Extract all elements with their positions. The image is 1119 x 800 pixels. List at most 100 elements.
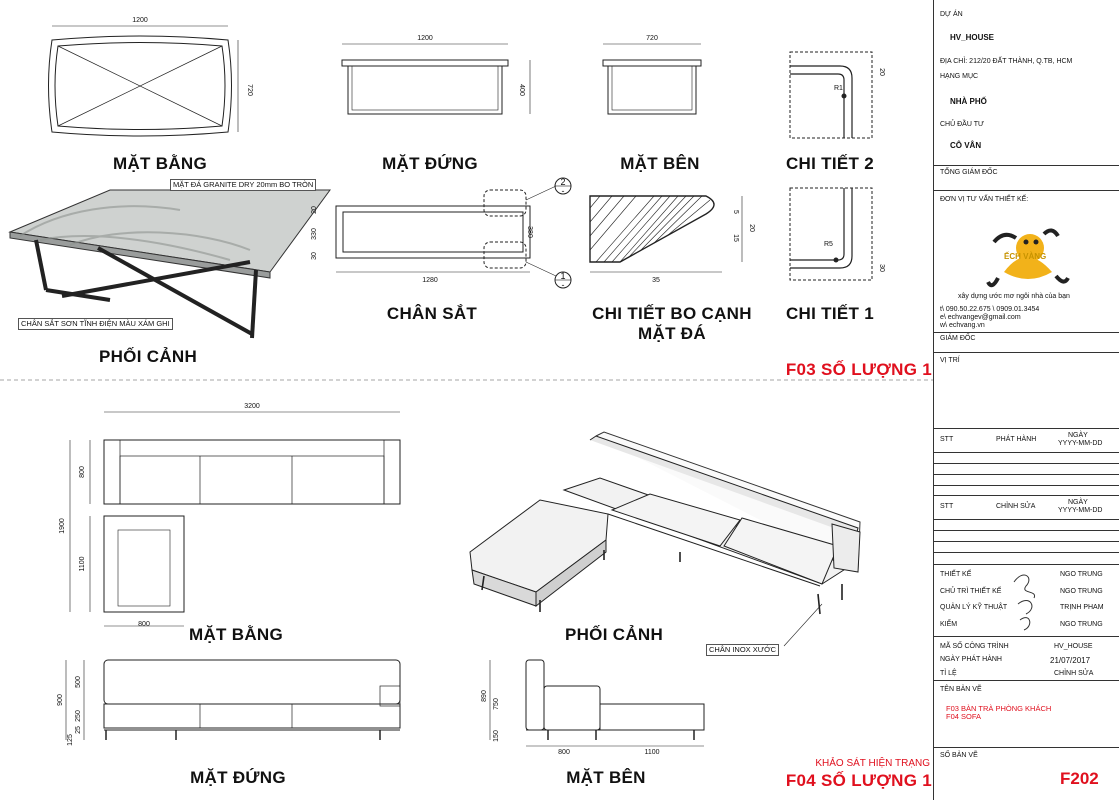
callout-1-number: 1 [560, 271, 565, 281]
title-block: DỰ ÁN HV_HOUSE ĐỊA CHỈ: 212/20 ĐẤT THÀNH… [933, 0, 1119, 800]
view-title-sofa-perspective: PHỐI CẢNH [564, 625, 664, 644]
dim-sofa-chaise-d: 1100 [79, 556, 86, 571]
phone: t\ 090.50.22.675 \ 0909.01.3454 [940, 306, 1040, 313]
ten-ban-ve-2: F04 SOFA [946, 712, 982, 721]
ma-so-label: MÃ SỐ CÔNG TRÌNH [940, 643, 1009, 650]
consultant-section: ĐƠN VỊ TƯ VẤN THIẾT KẾ: ẾCH VÀNG xây dựn… [934, 190, 1119, 333]
dia-chi: ĐỊA CHỈ: 212/20 ĐẤT THÀNH, Q.TB, HCM [940, 58, 1073, 65]
giam-doc: GIÁM ĐỐC [940, 335, 976, 342]
chu-dau-tu-label: CHỦ ĐẦU TƯ [940, 121, 984, 128]
callout-2-number: 2 [560, 177, 565, 187]
dim-leg-330: 330 [311, 228, 318, 240]
dim-plan-h: 720 [246, 84, 253, 96]
ten-ban-ve-label: TÊN BẢN VẼ [940, 686, 982, 693]
dim-side-150: 150 [493, 730, 500, 742]
sign-role-2: CHỦ TRÌ THIẾT KẾ [940, 588, 1002, 595]
view-title-leg-frame: CHÂN SẮT [386, 304, 478, 323]
view-title-detail-1: CHI TIẾT 1 [785, 304, 874, 323]
sign-name-3: TRỊNH PHAM [1060, 604, 1104, 611]
revision-row-4 [934, 552, 1119, 565]
sign-name-2: NGO TRUNG [1060, 588, 1103, 595]
revision-row-1 [934, 519, 1119, 531]
sofa-plan-drawing [69, 411, 401, 627]
location-section: VỊ TRÍ [934, 352, 1119, 429]
granite-note: MẶT ĐÁ GRANITE DRY 20mm BO TRÒN [170, 179, 317, 191]
so-ban-ve-value: F202 [1060, 769, 1099, 788]
view-title-elevation: MẶT ĐỨNG [382, 154, 478, 173]
sign-name-1: NGO TRUNG [1060, 571, 1103, 578]
don-vi-label: ĐƠN VỊ TƯ VẤN THIẾT KẾ: [940, 196, 1029, 203]
hang-muc-value: NHÀ PHỐ [950, 97, 987, 106]
dim-side-w: 720 [646, 35, 658, 42]
date-fmt-2: YYYY-MM-DD [1058, 507, 1103, 514]
dim-d2-radius: R1 [834, 85, 843, 92]
dim-elev-25: 25 [75, 726, 82, 734]
dim-elev-h: 400 [518, 84, 525, 96]
leg-frame-drawing [335, 177, 572, 289]
tong-giam-doc: TỔNG GIÁM ĐỐC [940, 169, 998, 176]
sign-role-4: KIỂM [940, 621, 958, 628]
sign-role-1: THIẾT KẾ [940, 571, 972, 578]
vi-tri: VỊ TRÍ [940, 357, 960, 364]
logo-name: ẾCH VÀNG [1004, 252, 1047, 261]
dim-elev-125: 125 [67, 734, 74, 746]
dim-edge-15: 15 [732, 234, 739, 242]
footer-f04: F04 SỐ LƯỢNG 1 [785, 771, 932, 790]
table-plan-drawing [48, 25, 239, 137]
dim-sofa-back-d: 800 [79, 466, 86, 478]
date-fmt-1: YYYY-MM-DD [1058, 440, 1103, 447]
issue-row-3 [934, 474, 1119, 486]
dim-side-800: 800 [558, 749, 570, 756]
view-title-side: MẶT BÊN [620, 154, 700, 173]
director-section: GIÁM ĐỐC [934, 332, 1119, 353]
revision-header: STT CHỈNH SỬA NGÀY YYYY-MM-DD [934, 495, 1119, 520]
view-title-plan: MẶT BẰNG [113, 154, 207, 173]
dim-elev-w: 1200 [417, 35, 433, 42]
drawing-canvas: 1200 720 1200 400 720 20 R1 20 330 30 38… [0, 17, 933, 756]
stt-2: STT [940, 503, 954, 510]
footer-f03: F03 SỐ LƯỢNG 1 [785, 360, 932, 379]
survey-label: KHẢO SÁT HIỆN TRẠNG [815, 758, 930, 769]
ngay-phat-hanh-value: 21/07/2017 [1050, 656, 1091, 665]
dim-leg-30: 30 [311, 252, 318, 260]
view-title-edge-detail: CHI TIẾT BO CẠNH MẶT ĐÁ [572, 304, 772, 344]
revision-row-2 [934, 530, 1119, 542]
ma-so-value: HV_HOUSE [1054, 643, 1093, 650]
ngay-2: NGÀY [1068, 499, 1088, 506]
email: e\ echvangev@gmail.com [940, 314, 1021, 321]
ti-le-label: TỈ LỆ [940, 670, 957, 677]
dim-elev-500: 500 [75, 676, 82, 688]
signature-icon [1013, 574, 1036, 631]
view-title-sofa-side: MẶT BÊN [566, 768, 646, 787]
dim-edge-20: 20 [748, 224, 755, 232]
dim-edge-35: 35 [652, 277, 660, 284]
dim-d1-radius: R5 [824, 241, 833, 248]
view-title-detail-2: CHI TIẾT 2 [785, 154, 874, 173]
drawing-name-section: TÊN BẢN VẼ F03 BÀN TRÀ PHÒNG KHÁCH F04 S… [934, 680, 1119, 748]
sign-name-4: NGO TRUNG [1060, 621, 1103, 628]
callout-1-sub: - [562, 280, 565, 290]
detail-2-drawing [789, 51, 873, 139]
ngay-phat-hanh-label: NGÀY PHÁT HÀNH [940, 656, 1002, 663]
dim-leg-20: 20 [311, 206, 318, 214]
frog-logo-icon [986, 228, 1070, 288]
detail-1-drawing [789, 187, 873, 281]
issue-row-2 [934, 463, 1119, 475]
legs-note: CHÂN SẮT SƠN TĨNH ĐIỆN MÀU XÁM GHI [18, 318, 173, 330]
phat-hanh: PHÁT HÀNH [996, 436, 1037, 443]
chinh-sua: CHỈNH SỬA [996, 503, 1036, 510]
dim-leg-380: 380 [526, 226, 533, 238]
ceo-section: TỔNG GIÁM ĐỐC [934, 165, 1119, 191]
sofa-legs-note: CHÂN INOX XƯỚC [706, 644, 780, 656]
view-title-sofa-elevation: MẶT ĐỨNG [190, 768, 286, 787]
edge-detail-drawing [589, 195, 743, 273]
sofa-elevation-drawing [65, 659, 401, 740]
sofa-side-drawing [489, 659, 705, 747]
du-an-label: DỰ ÁN [940, 11, 963, 18]
dim-d1-30: 30 [878, 264, 885, 272]
dim-sofa-total-d: 1900 [59, 518, 66, 534]
website: w\ echvang.vn [940, 322, 985, 329]
project-info-section: MÃ SỐ CÔNG TRÌNH HV_HOUSE NGÀY PHÁT HÀNH… [934, 636, 1119, 681]
hang-muc-label: HẠNG MỤC [940, 73, 979, 80]
edge-detail-title-line1: CHI TIẾT BO CẠNH [592, 304, 752, 323]
